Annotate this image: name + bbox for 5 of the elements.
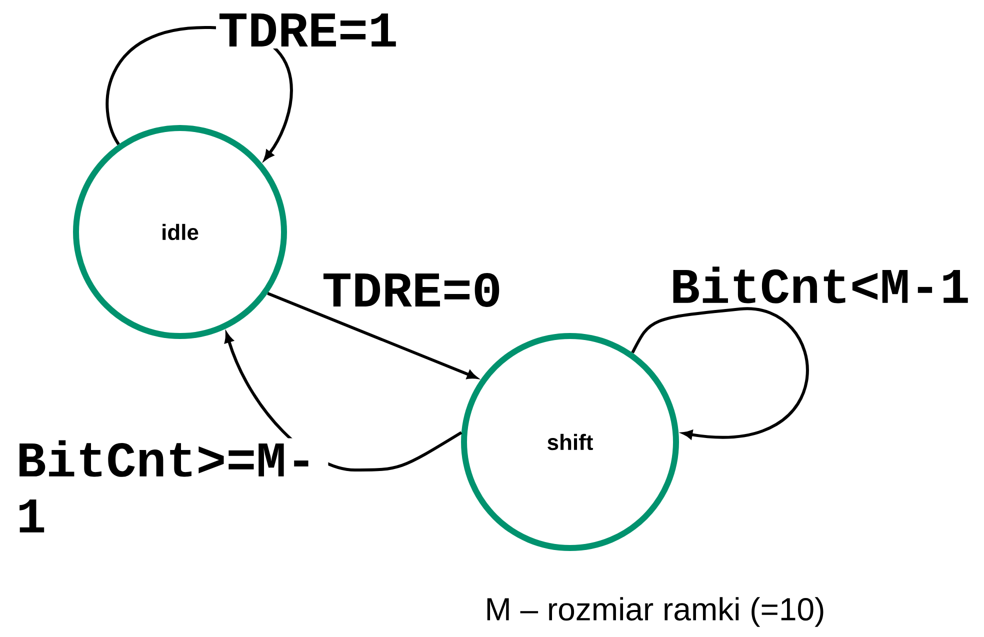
edge-label: BitCnt>=M-1 [14,438,328,534]
edge-label: TDRE=1 [216,12,400,48]
arrow [631,308,808,439]
note-text: M – rozmiar ramki (=10) [487,597,824,627]
edge-label: BitCnt<M-1 [668,264,972,306]
